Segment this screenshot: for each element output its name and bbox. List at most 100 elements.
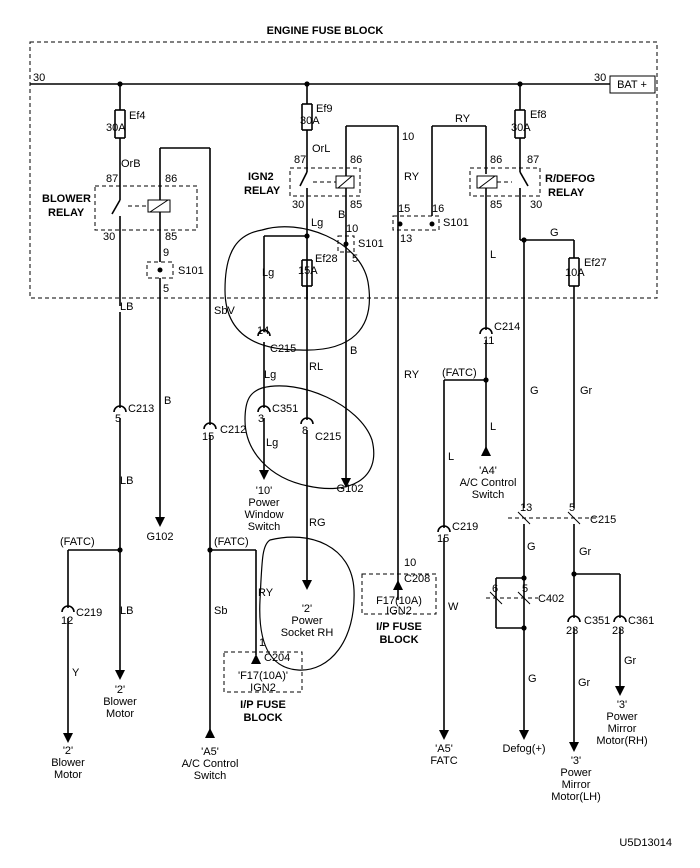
svg-text:Motor(RH): Motor(RH) <box>596 735 647 747</box>
hand-drawn-circle-1 <box>224 226 370 351</box>
rdefog-relay-box <box>469 167 541 197</box>
c213-pin: 5 <box>115 413 121 425</box>
wire-b-label-left: B <box>164 395 171 407</box>
wire-orl-label: OrL <box>312 143 330 155</box>
wire-orb-label: OrB <box>121 158 141 170</box>
s101-pin13: 13 <box>400 233 412 245</box>
wire-b-label-mid: B <box>350 345 357 357</box>
ip-fuse-left-block1: I/P FUSE <box>240 699 286 711</box>
engine-fuse-block-outline <box>29 41 658 299</box>
c208-label: C208 <box>404 573 430 585</box>
svg-text:Power: Power <box>606 711 638 723</box>
ip-fuse-left-ign2: IGN2 <box>250 682 276 694</box>
fatc-a5-label: 'A5' FATC <box>430 743 457 767</box>
wire-gr-label-4: Gr <box>624 655 637 667</box>
c214-connector <box>479 327 493 335</box>
c361-pin: 23 <box>612 625 624 637</box>
ef4-label: Ef4 <box>129 110 146 122</box>
wire-sb-label: Sb <box>214 605 227 617</box>
bus-label-left: 30 <box>33 72 45 84</box>
c215-label-right: C215 <box>590 514 616 526</box>
ef28-label: Ef28 <box>315 253 338 265</box>
ef27-rating: 10A <box>565 267 585 279</box>
wire-rl-label: RL <box>309 361 323 373</box>
rdefog-relay-name-2: RELAY <box>548 187 585 199</box>
svg-text:FATC: FATC <box>430 755 457 767</box>
ign2-relay-p85: 85 <box>350 199 362 211</box>
blower-relay-name-2: RELAY <box>48 207 85 219</box>
c361-label: C361 <box>628 615 654 627</box>
blower-motor-arrow-bottom <box>63 733 73 743</box>
svg-text:Switch: Switch <box>194 770 226 782</box>
svg-text:Motor(LH): Motor(LH) <box>551 791 601 803</box>
ef27-label: Ef27 <box>584 257 607 269</box>
rdefog-relay-name-1: R/DEFOG <box>545 173 595 185</box>
hand-drawn-circle-3 <box>259 536 355 671</box>
ign2-relay-p87: 87 <box>294 154 306 166</box>
c212-connector <box>203 422 217 430</box>
c215-pin13: 13 <box>520 502 532 514</box>
svg-text:Power: Power <box>248 497 280 509</box>
wire-rg-label: RG <box>309 517 326 529</box>
rdefog-relay-switch <box>519 171 529 187</box>
rdefog-relay-p86: 86 <box>490 154 502 166</box>
c204-pin: 1 <box>259 637 265 649</box>
wire-lg-label-3: Lg <box>264 369 276 381</box>
g102-right-arrow <box>341 478 351 488</box>
s101-pin15: 15 <box>398 203 410 215</box>
ign2-relay-p86: 86 <box>350 154 362 166</box>
s101-pin9: 9 <box>163 247 169 259</box>
c351-label-3: C351 <box>272 403 298 415</box>
ac-switch-a4-label: 'A4' A/C Control Switch <box>460 465 517 501</box>
blower-motor-mid-label: '2' Blower Motor <box>103 684 137 720</box>
rdefog-relay-p85: 85 <box>490 199 502 211</box>
blower-relay-p86: 86 <box>165 173 177 185</box>
ip-fuse-box-right <box>361 573 437 615</box>
c208-arrow <box>393 580 403 590</box>
s101-box-mid <box>337 235 355 253</box>
wire-g-label-1: G <box>550 227 559 239</box>
s101-box-right <box>392 215 440 231</box>
svg-text:'2': '2' <box>63 745 73 757</box>
wire-ry-label-ign2: RY <box>404 171 420 183</box>
hand-drawn-circle-2 <box>244 385 375 490</box>
svg-text:Power: Power <box>291 615 323 627</box>
blower-relay-p85: 85 <box>165 231 177 243</box>
s101-pin16: 16 <box>432 203 444 215</box>
rdefog-relay-p30: 30 <box>530 199 542 211</box>
wire-g-label-3: G <box>527 541 536 553</box>
wire-g-label-4: G <box>528 673 537 685</box>
svg-text:Switch: Switch <box>248 521 280 533</box>
fatc-label-right: (FATC) <box>442 367 477 379</box>
wire-lb-label-3: LB <box>120 605 133 617</box>
c215-pin5: 5 <box>569 502 575 514</box>
diagram-id: U5D13014 <box>619 837 672 849</box>
ip-fuse-right-fuse: F17(10A) <box>376 595 422 607</box>
s101-pin5-mid: 5 <box>352 253 358 265</box>
c215-pin8: 8 <box>302 425 308 437</box>
wire-g-label-2: G <box>530 385 539 397</box>
ip-fuse-left-fuse: 'F17(10A)' <box>238 670 288 682</box>
c219-connector-left <box>61 605 75 613</box>
svg-text:Power: Power <box>560 767 592 779</box>
svg-text:'2': '2' <box>115 684 125 696</box>
ip-fuse-right-block2: BLOCK <box>379 634 418 646</box>
c361-connector <box>613 615 627 623</box>
svg-text:Motor: Motor <box>54 769 82 781</box>
ip-fuse-box-left <box>223 651 303 693</box>
power-socket-label: '2' Power Socket RH <box>281 603 334 639</box>
c214-pin: 11 <box>483 335 494 347</box>
g102-right-label: G102 <box>337 483 364 495</box>
wire-ry-label-mid: RY <box>404 369 420 381</box>
ef9-rating: 30A <box>300 115 320 127</box>
blower-relay-p87: 87 <box>106 173 118 185</box>
power-window-arrow <box>259 470 269 480</box>
c213-label: C213 <box>128 403 154 415</box>
c215-pin14: 14 <box>257 325 269 337</box>
s101-label-mid: S101 <box>358 238 384 250</box>
c212-label: C212 <box>220 424 246 436</box>
mirror-lh-label: '3' Power Mirror Motor(LH) <box>551 755 601 803</box>
ef8-label: Ef8 <box>530 109 547 121</box>
s101-label-right: S101 <box>443 217 469 229</box>
